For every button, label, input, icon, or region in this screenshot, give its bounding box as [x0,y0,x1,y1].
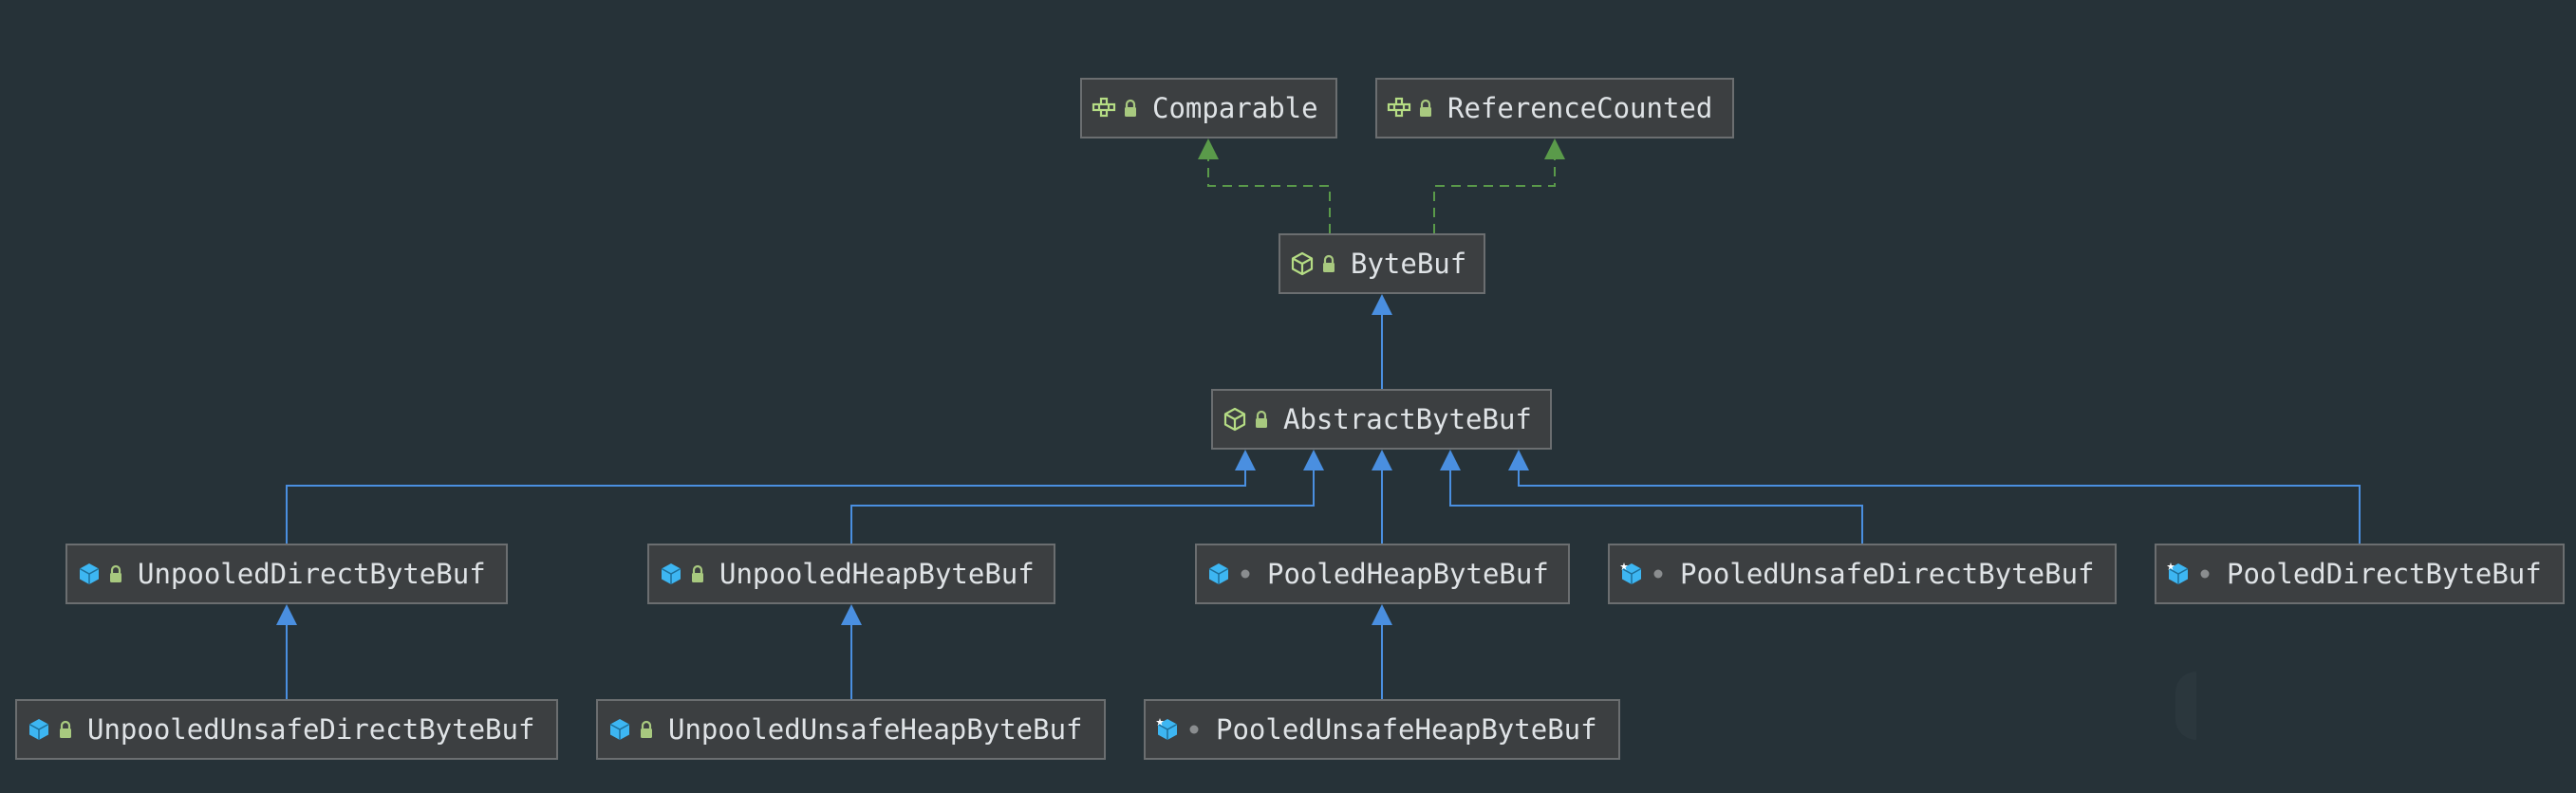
class-icon [607,715,632,744]
collapsed-panel-handle[interactable] [2175,672,2196,740]
edge-line [1518,470,2361,544]
package-private-dot-icon [1648,560,1669,588]
edge-abstractbytebuf-to-bytebuf [1372,294,1392,389]
package-private-dot-icon [2194,560,2215,588]
edge-pooledunsafeheapbytebuf-to-pooledheapbytebuf [1372,604,1392,699]
final-class-icon [1155,715,1180,744]
lock-icon [1318,249,1339,278]
class-icon [27,715,51,744]
inheritance-arrowhead [1372,450,1392,470]
node-label: Comparable [1152,92,1318,124]
node-pooledheapbytebuf[interactable]: PooledHeapByteBuf [1195,544,1570,604]
package-private-dot-icon [1235,560,1256,588]
node-pooleddirectbytebuf[interactable]: PooledDirectByteBuf [2155,544,2565,604]
edge-pooledunsafedirectbytebuf-to-abstractbytebuf [1440,450,1863,544]
abstract-class-icon [1290,249,1315,278]
edge-unpooledunsafeheapbytebuf-to-unpooledheapbytebuf [841,604,862,699]
edge-line [1449,470,1863,544]
lock-icon [1251,405,1272,433]
edge-line [286,470,1246,544]
node-label: UnpooledUnsafeDirectByteBuf [87,713,535,746]
node-unpooledheapbytebuf[interactable]: UnpooledHeapByteBuf [647,544,1055,604]
node-comparable[interactable]: Comparable [1080,78,1337,138]
package-private-dot-icon [1184,715,1204,744]
edge-bytebuf-to-comparable [1198,138,1331,233]
inheritance-arrowhead [1508,450,1529,470]
inheritance-arrowhead [1235,450,1256,470]
class-icon [659,560,683,588]
node-label: PooledDirectByteBuf [2227,558,2542,590]
lock-icon [105,560,126,588]
edge-bytebuf-to-referencecounted [1433,138,1565,233]
final-class-icon [2166,560,2191,588]
inheritance-arrowhead [1372,294,1392,315]
node-label: AbstractByteBuf [1283,403,1532,435]
node-referencecounted[interactable]: ReferenceCounted [1375,78,1734,138]
edge-unpooledheapbytebuf-to-abstractbytebuf [850,450,1324,544]
node-label: ReferenceCounted [1447,92,1713,124]
inheritance-arrowhead [276,604,297,625]
lock-icon [636,715,657,744]
inheritance-arrowhead [1198,138,1219,159]
edge-line [1207,159,1331,233]
final-class-icon [1619,560,1644,588]
interface-icon [1092,94,1116,122]
lock-icon [687,560,708,588]
node-label: ByteBuf [1351,248,1467,280]
node-abstractbytebuf[interactable]: AbstractByteBuf [1211,389,1552,450]
node-label: UnpooledHeapByteBuf [719,558,1035,590]
inheritance-arrowhead [841,604,862,625]
interface-icon [1387,94,1411,122]
edge-unpooledunsafedirectbytebuf-to-unpooleddirectbytebuf [276,604,297,699]
edge-unpooleddirectbytebuf-to-abstractbytebuf [286,450,1256,544]
node-label: PooledUnsafeHeapByteBuf [1216,713,1597,746]
node-pooledunsafedirectbytebuf[interactable]: PooledUnsafeDirectByteBuf [1608,544,2117,604]
lock-icon [55,715,76,744]
class-icon [77,560,102,588]
edge-line [850,470,1315,544]
edge-pooledheapbytebuf-to-abstractbytebuf [1372,450,1392,544]
node-unpooledunsafeheapbytebuf[interactable]: UnpooledUnsafeHeapByteBuf [596,699,1106,760]
class-icon [1206,560,1231,588]
node-label: UnpooledDirectByteBuf [138,558,486,590]
node-pooledunsafeheapbytebuf[interactable]: PooledUnsafeHeapByteBuf [1144,699,1620,760]
inheritance-arrowhead [1440,450,1461,470]
edge-line [1433,159,1556,233]
node-label: UnpooledUnsafeHeapByteBuf [668,713,1083,746]
node-unpooledunsafedirectbytebuf[interactable]: UnpooledUnsafeDirectByteBuf [15,699,558,760]
node-label: PooledHeapByteBuf [1267,558,1549,590]
inheritance-arrowhead [1372,604,1392,625]
inheritance-arrowhead [1544,138,1565,159]
lock-icon [1120,94,1141,122]
inheritance-arrowhead [1303,450,1324,470]
node-unpooleddirectbytebuf[interactable]: UnpooledDirectByteBuf [65,544,508,604]
node-bytebuf[interactable]: ByteBuf [1279,233,1485,294]
abstract-class-icon [1223,405,1247,433]
node-label: PooledUnsafeDirectByteBuf [1680,558,2095,590]
lock-icon [1415,94,1436,122]
edge-pooleddirectbytebuf-to-abstractbytebuf [1508,450,2361,544]
